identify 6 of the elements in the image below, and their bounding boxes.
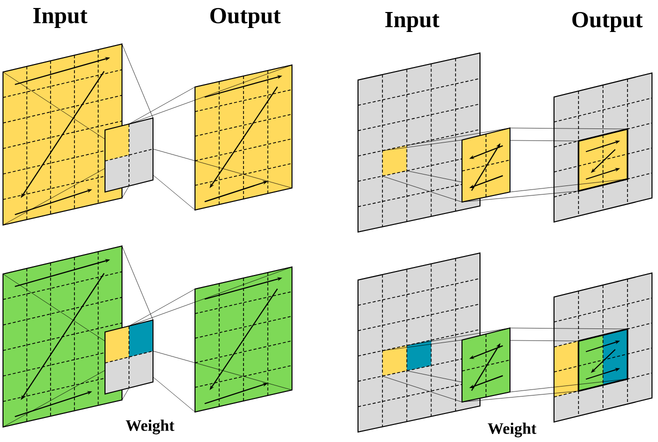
- heading: Output: [572, 12, 643, 32]
- heading: Input: [385, 12, 440, 32]
- heading: Input: [33, 8, 88, 28]
- weight-label: Weight: [488, 422, 536, 438]
- weight-label: Weight: [126, 420, 174, 434]
- heading: Output: [210, 8, 281, 28]
